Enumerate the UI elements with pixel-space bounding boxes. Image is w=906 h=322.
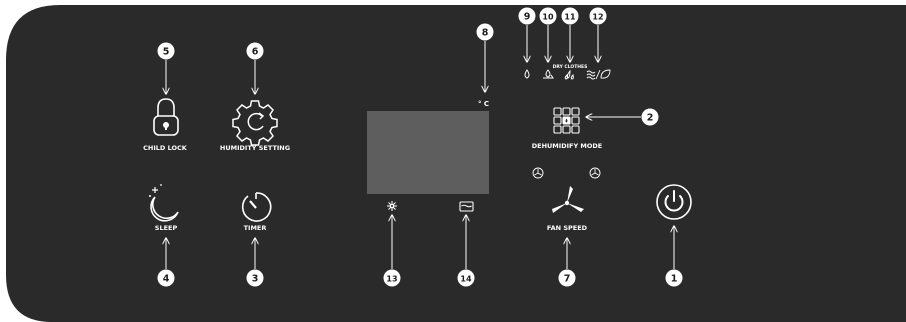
water-tank-indicator xyxy=(459,201,474,212)
timer-button[interactable]: TIMER xyxy=(241,192,272,232)
callout-12: 12 xyxy=(589,7,607,25)
svg-text:9: 9 xyxy=(524,12,531,23)
callout-7: 7 xyxy=(558,269,576,287)
fan-icon xyxy=(552,186,584,213)
svg-text:10: 10 xyxy=(542,12,554,21)
defrost-indicator xyxy=(387,201,397,211)
grid-icon xyxy=(553,107,580,134)
svg-text:8: 8 xyxy=(482,28,489,39)
humidity-setting-button[interactable]: HUMIDITY SETTING xyxy=(220,100,290,152)
callout-3: 3 xyxy=(246,269,264,287)
mode-indicator-9 xyxy=(524,69,530,79)
sleep-label: SLEEP xyxy=(155,224,178,232)
child-lock-label: CHILD LOCK xyxy=(143,144,188,152)
callout-10: 10 xyxy=(539,7,557,25)
power-button[interactable] xyxy=(656,184,692,220)
callout-8: 8 xyxy=(476,23,494,41)
svg-text:7: 7 xyxy=(564,274,571,285)
dehumidify-mode-label: DEHUMIDIFY MODE xyxy=(532,142,603,150)
humidity-setting-label: HUMIDITY SETTING xyxy=(220,144,290,152)
fan-high-icon xyxy=(589,167,601,179)
callout-6: 6 xyxy=(246,42,264,60)
svg-text:4: 4 xyxy=(163,274,170,285)
drop-plus-icon xyxy=(543,69,554,79)
child-lock-button[interactable]: CHILD LOCK xyxy=(143,98,188,152)
svg-text:14: 14 xyxy=(460,274,472,283)
callout-14: 14 xyxy=(457,269,475,287)
mode-indicator-10 xyxy=(543,69,554,79)
fan-speed-label: FAN SPEED xyxy=(547,224,588,232)
moon-icon xyxy=(149,184,179,222)
mode-indicator-11: DRY CLOTHES xyxy=(553,64,588,80)
callout-11: 11 xyxy=(561,7,579,25)
lock-icon xyxy=(153,98,179,136)
svg-text:11: 11 xyxy=(564,12,576,21)
mode-indicator-12 xyxy=(586,69,611,80)
svg-text:13: 13 xyxy=(386,274,397,283)
callout-5: 5 xyxy=(157,42,175,60)
svg-text:1: 1 xyxy=(671,274,678,285)
timer-icon xyxy=(241,192,272,222)
dehumidify-mode-button[interactable]: DEHUMIDIFY MODE xyxy=(532,107,603,150)
water-tank-icon xyxy=(459,201,474,212)
double-drop-icon xyxy=(564,69,574,80)
display-screen xyxy=(367,111,489,194)
callout-4: 4 xyxy=(157,269,175,287)
gear-icon xyxy=(232,100,278,146)
svg-text:2: 2 xyxy=(647,113,654,124)
svg-text:12: 12 xyxy=(592,12,603,21)
callout-13: 13 xyxy=(383,269,401,287)
svg-text:6: 6 xyxy=(252,47,259,58)
callout-1: 1 xyxy=(665,269,683,287)
airflow-leaf-icon xyxy=(586,69,611,80)
svg-text:3: 3 xyxy=(252,274,259,285)
fan-low-icon xyxy=(532,167,544,179)
sleep-button[interactable]: SLEEP xyxy=(149,184,179,232)
callout-9: 9 xyxy=(518,7,536,25)
callout-2: 2 xyxy=(641,108,659,126)
fan-speed-button[interactable]: FAN SPEED xyxy=(532,167,601,232)
callout-arrows xyxy=(166,25,674,269)
svg-text:5: 5 xyxy=(163,47,170,58)
timer-label: TIMER xyxy=(244,224,267,232)
snowflake-icon xyxy=(387,201,397,211)
dry-clothes-label: DRY CLOTHES xyxy=(553,64,588,70)
power-icon xyxy=(664,190,684,212)
celsius-label: ° C xyxy=(478,100,489,108)
power-button-ring xyxy=(656,184,692,220)
drop-icon xyxy=(524,69,530,79)
